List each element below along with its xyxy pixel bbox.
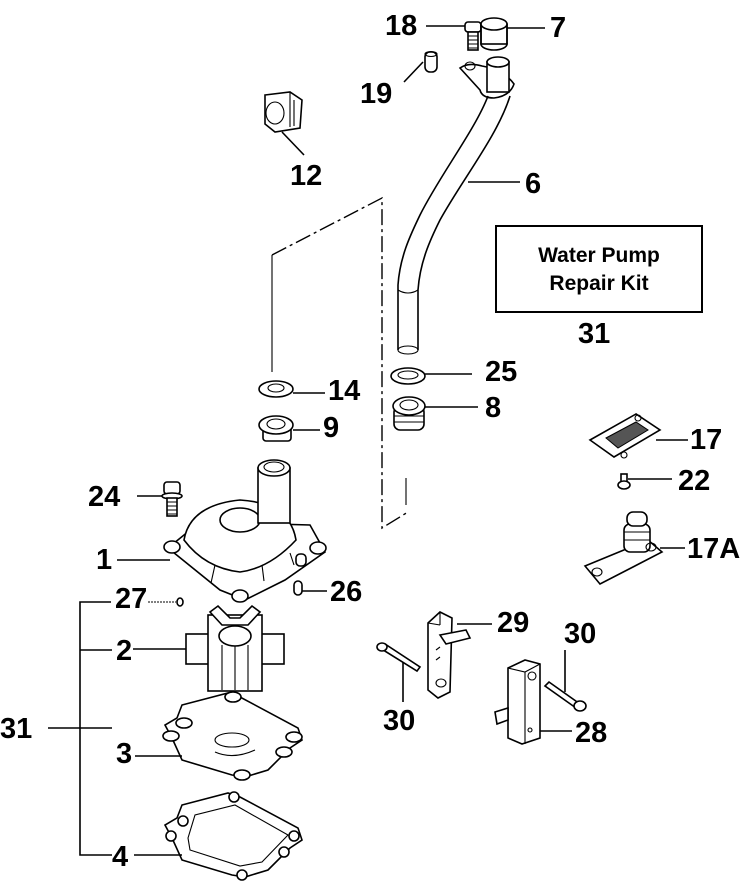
- part-12-clamp[interactable]: [264, 91, 303, 133]
- callout-3[interactable]: 3: [116, 738, 132, 770]
- part-30-screw-right[interactable]: [543, 680, 587, 712]
- part-30-screw-left[interactable]: [376, 642, 422, 673]
- callout-7[interactable]: 7: [550, 12, 566, 44]
- callout-9[interactable]: 9: [323, 412, 339, 444]
- part-28-bracket[interactable]: [494, 659, 541, 745]
- kit-title-line1: Water Pump: [538, 244, 660, 267]
- part-26-dowel-pin[interactable]: [293, 580, 303, 596]
- callout-30-right[interactable]: 30: [564, 618, 596, 650]
- callout-22[interactable]: 22: [678, 465, 710, 497]
- callout-25[interactable]: 25: [485, 356, 517, 388]
- callout-19[interactable]: 19: [360, 78, 392, 110]
- part-29-bracket[interactable]: [427, 611, 472, 699]
- part-17a-fitting[interactable]: [583, 511, 664, 586]
- part-19-dowel-pin[interactable]: [424, 50, 438, 73]
- part-27-key[interactable]: [176, 597, 184, 607]
- leader-19: [403, 61, 424, 83]
- callout-17[interactable]: 17: [690, 424, 722, 456]
- leader-12: [281, 131, 305, 156]
- part-14-seal-ring[interactable]: [258, 380, 294, 398]
- part-4-gasket[interactable]: [163, 791, 303, 881]
- callout-26[interactable]: 26: [330, 576, 362, 608]
- callout-28[interactable]: 28: [575, 717, 607, 749]
- part-22-screw[interactable]: [617, 473, 631, 490]
- part-17-cover[interactable]: [588, 413, 662, 459]
- part-2-impeller[interactable]: [185, 604, 285, 692]
- part-7-grommet[interactable]: [480, 17, 508, 51]
- callout-12[interactable]: 12: [290, 160, 322, 192]
- callout-14[interactable]: 14: [328, 375, 360, 407]
- kit-box-ref[interactable]: 31: [578, 318, 610, 350]
- callout-2[interactable]: 2: [116, 635, 132, 667]
- part-24-bolt[interactable]: [161, 481, 183, 517]
- callout-31[interactable]: 31: [0, 713, 32, 745]
- callout-4[interactable]: 4: [112, 841, 128, 873]
- callout-27[interactable]: 27: [115, 583, 147, 615]
- part-6-water-tube[interactable]: [397, 56, 515, 355]
- callout-8[interactable]: 8: [485, 392, 501, 424]
- callout-6[interactable]: 6: [525, 168, 541, 200]
- callout-17a[interactable]: 17A: [687, 533, 740, 565]
- callout-24[interactable]: 24: [88, 481, 120, 513]
- repair-kit-box[interactable]: Water Pump Repair Kit: [495, 225, 703, 313]
- part-8-seal[interactable]: [392, 396, 426, 431]
- callout-30-left[interactable]: 30: [383, 705, 415, 737]
- part-18-bolt[interactable]: [464, 21, 482, 51]
- alignment-line: [271, 196, 409, 530]
- part-1-water-pump-housing[interactable]: [163, 459, 327, 603]
- part-3-plate[interactable]: [162, 691, 303, 781]
- kit-title-line2: Repair Kit: [549, 272, 648, 295]
- kit-bracket-branches: [48, 649, 112, 729]
- callout-1[interactable]: 1: [96, 544, 112, 576]
- callout-29[interactable]: 29: [497, 607, 529, 639]
- part-25-o-ring[interactable]: [390, 367, 426, 385]
- part-9-grommet[interactable]: [258, 415, 294, 442]
- callout-18[interactable]: 18: [385, 10, 417, 42]
